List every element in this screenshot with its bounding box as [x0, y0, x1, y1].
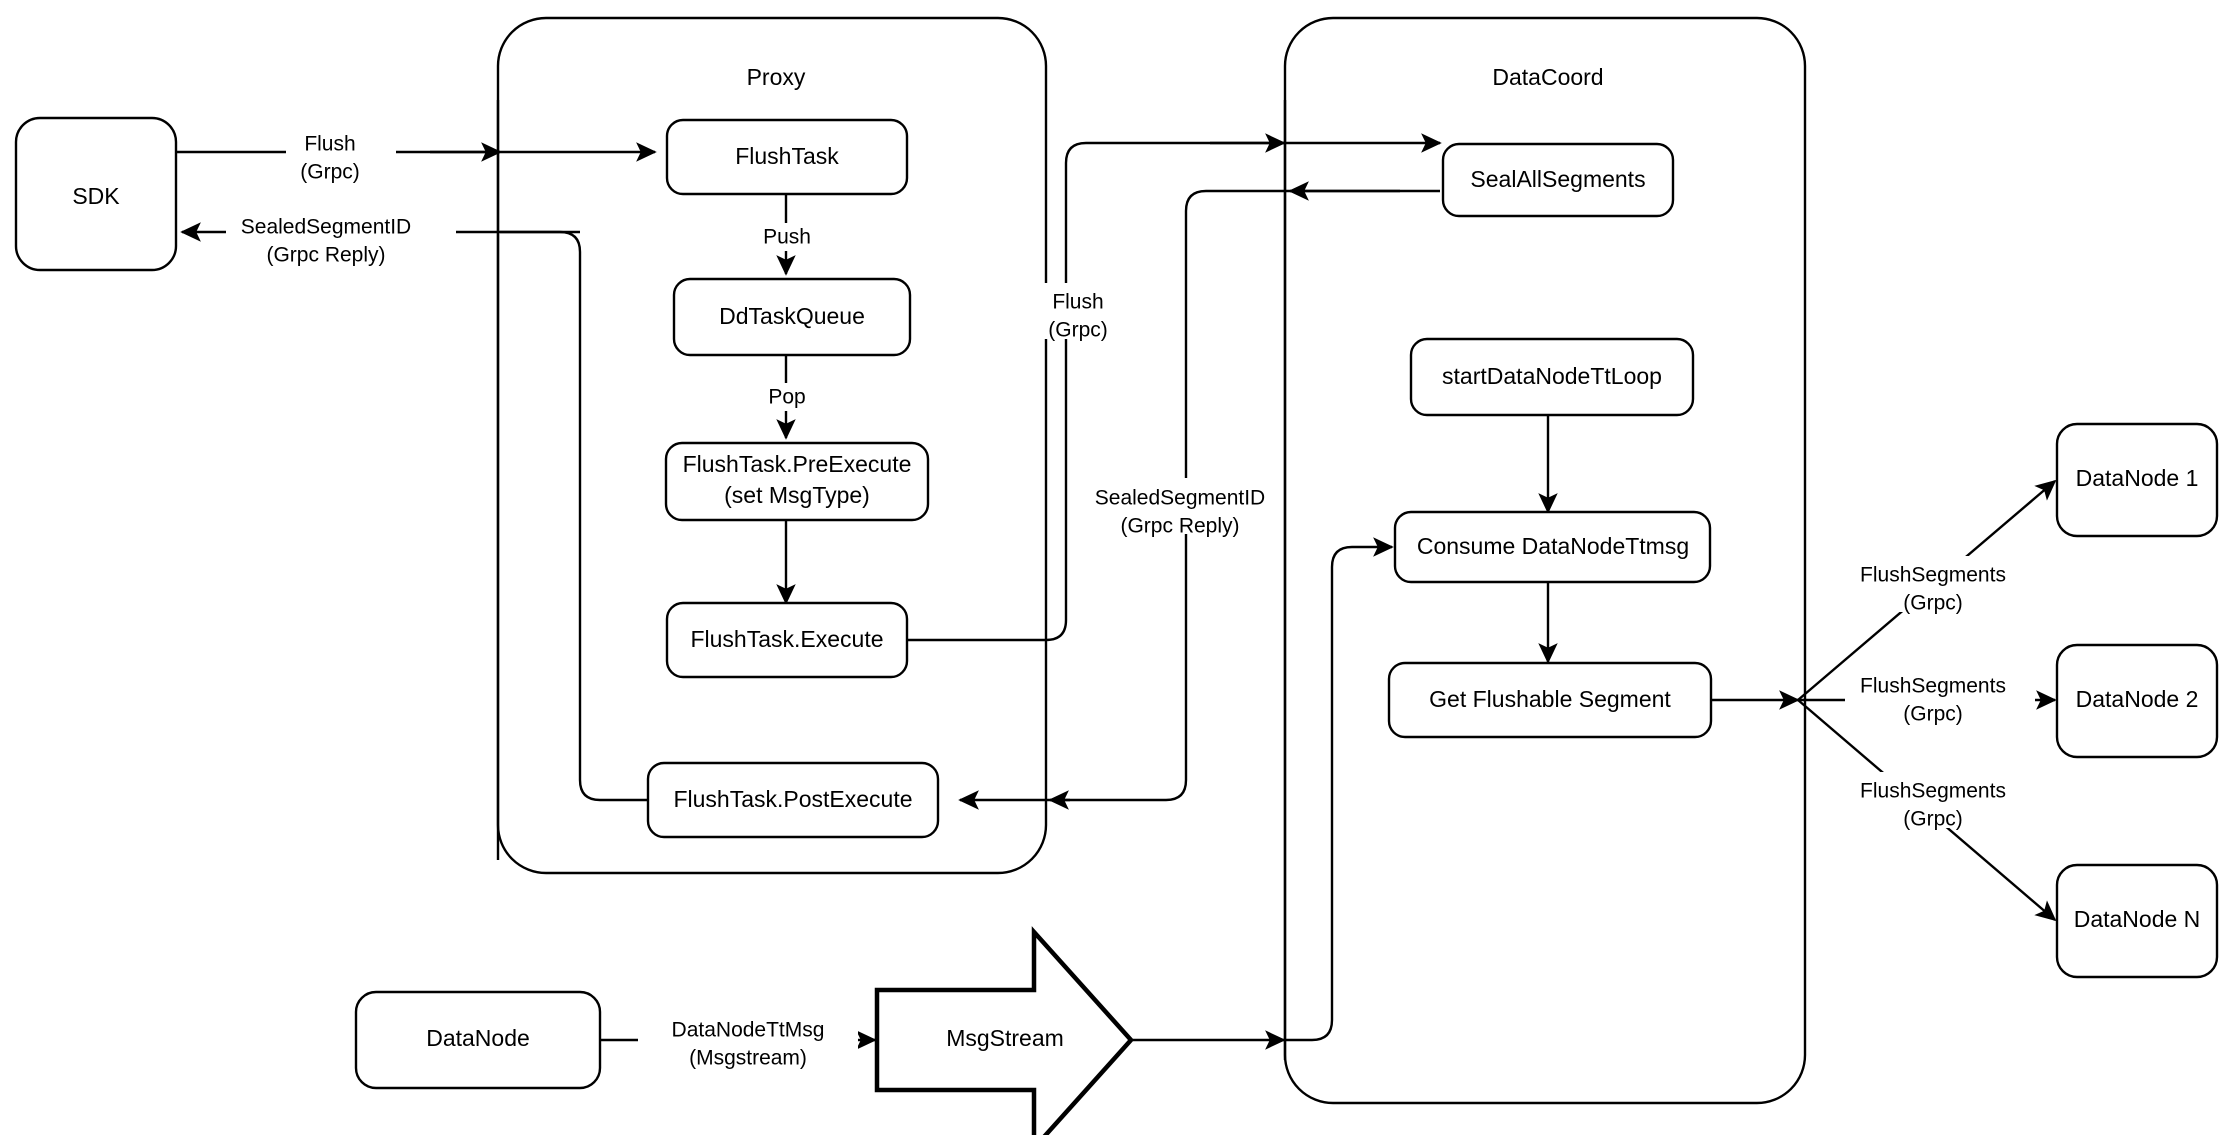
- node-flush-task-pre-execute-label-line1: FlushTask.PreExecute: [683, 451, 912, 477]
- label-bg-datanode-ttmsg: [638, 1014, 858, 1070]
- edge-label-proxy-to-sdk-line1: SealedSegmentID: [241, 216, 411, 239]
- label-bg-sdk-reply: [226, 208, 456, 264]
- edge-label-flush-segments-2-line1: FlushSegments: [1860, 675, 2006, 698]
- node-flush-task-label: FlushTask: [735, 143, 839, 169]
- node-datanode-source[interactable]: [354, 990, 602, 1090]
- edge-label-datacoord-to-proxy-line1: SealedSegmentID: [1095, 487, 1265, 510]
- node-flush-task-execute-label: FlushTask.Execute: [690, 626, 883, 652]
- label-bg-proxy-flush: [1018, 283, 1128, 339]
- group-proxy-title: Proxy: [747, 64, 806, 90]
- node-flush-task-post-execute[interactable]: [646, 761, 940, 839]
- node-consume-datanode-ttmsg-label: Consume DataNodeTtmsg: [1417, 533, 1689, 559]
- edge-label-flush-segments-n-line2: (Grpc): [1903, 808, 1963, 831]
- node-get-flushable-segment[interactable]: [1387, 661, 1713, 739]
- node-start-datanode-tt-loop[interactable]: [1409, 337, 1695, 417]
- node-datanode-n-label: DataNode N: [2074, 906, 2201, 932]
- node-datanode-n[interactable]: [2055, 863, 2219, 979]
- node-datanode-source-label: DataNode: [426, 1025, 530, 1051]
- edge-label-proxy-to-datacoord-line1: Flush: [1052, 291, 1103, 314]
- node-sdk[interactable]: [14, 116, 178, 272]
- edge-label-proxy-to-sdk-line2: (Grpc Reply): [266, 244, 385, 267]
- node-seal-all-segments[interactable]: [1441, 142, 1675, 218]
- edge-label-flush-segments-n-line1: FlushSegments: [1860, 780, 2006, 803]
- node-msgstream[interactable]: [874, 926, 1135, 1135]
- node-seal-all-segments-label: SealAllSegments: [1470, 166, 1645, 192]
- label-bg-flush-segments-1: [1845, 556, 2035, 612]
- label-bg-push: [755, 223, 819, 251]
- node-datanode-1[interactable]: [2055, 422, 2219, 538]
- edge-label-sdk-to-proxy-line2: (Grpc): [300, 161, 360, 184]
- node-consume-datanode-ttmsg[interactable]: [1393, 510, 1712, 584]
- edge-msgstream-rail-to-consume: [1284, 537, 1394, 1042]
- node-get-flushable-segment-label: Get Flushable Segment: [1429, 686, 1671, 712]
- label-bg-datacoord-reply: [1085, 478, 1281, 534]
- edge-label-datacoord-to-proxy-line2: (Grpc Reply): [1120, 515, 1239, 538]
- node-flush-task-execute[interactable]: [665, 601, 909, 679]
- edge-post-execute-to-sdk-loop: [500, 230, 648, 802]
- edge-label-flush-segments-2-line2: (Grpc): [1903, 703, 1963, 726]
- node-datanode-1-label: DataNode 1: [2076, 465, 2199, 491]
- node-flush-task-post-execute-label: FlushTask.PostExecute: [673, 786, 912, 812]
- node-datanode-2[interactable]: [2055, 643, 2219, 759]
- edge-label-datanode-ttmsg-line2: (Msgstream): [689, 1047, 807, 1070]
- edge-label-pop: Pop: [768, 386, 805, 409]
- node-flush-task-pre-execute-label-line2: (set MsgType): [724, 482, 870, 508]
- label-bg-sdk-flush: [286, 125, 396, 181]
- node-flush-task-pre-execute[interactable]: [664, 441, 930, 522]
- label-bg-pop: [757, 383, 817, 411]
- edge-label-flush-segments-1-line1: FlushSegments: [1860, 564, 2006, 587]
- edge-label-datanode-ttmsg-line1: DataNodeTtMsg: [672, 1019, 825, 1042]
- edge-label-sdk-to-proxy-line1: Flush: [304, 133, 355, 156]
- node-datanode-2-label: DataNode 2: [2076, 686, 2199, 712]
- node-start-datanode-tt-loop-label: startDataNodeTtLoop: [1442, 363, 1662, 389]
- node-dd-task-queue[interactable]: [672, 277, 912, 357]
- label-bg-flush-segments-n: [1845, 772, 2035, 828]
- node-flush-task[interactable]: [665, 118, 909, 196]
- node-dd-task-queue-label: DdTaskQueue: [719, 303, 865, 329]
- label-bg-flush-segments-2: [1845, 667, 2035, 723]
- node-msgstream-label: MsgStream: [946, 1025, 1064, 1051]
- edge-label-push: Push: [763, 226, 811, 249]
- group-datacoord-title: DataCoord: [1492, 64, 1603, 90]
- edge-label-flush-segments-1-line2: (Grpc): [1903, 592, 1963, 615]
- node-sdk-label: SDK: [72, 183, 120, 209]
- edge-execute-to-datacoord: [906, 133, 1286, 642]
- edge-label-proxy-to-datacoord-line2: (Grpc): [1048, 319, 1108, 342]
